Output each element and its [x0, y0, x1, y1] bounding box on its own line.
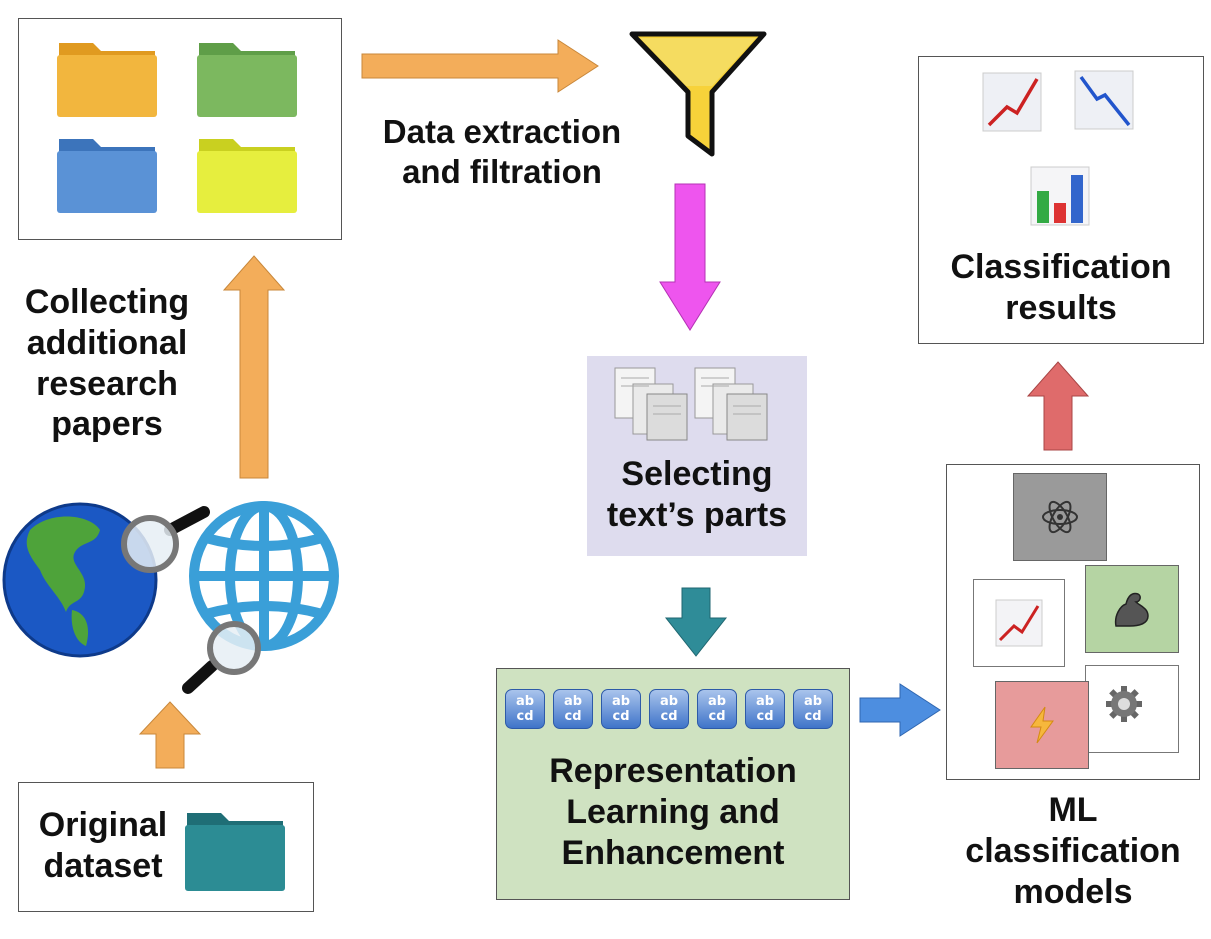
chart-tile: [973, 579, 1065, 667]
yellow-folder-icon: [197, 139, 297, 213]
abcd-tile-icon: ab cd: [601, 689, 641, 729]
abcd-tile-icon: ab cd: [505, 689, 545, 729]
ml-models-box: [946, 464, 1200, 780]
abcd-tile-icon: ab cd: [793, 689, 833, 729]
orange-arrow-up: [222, 255, 286, 479]
selecting-label: Selecting text’s parts: [606, 455, 788, 534]
green-folder-icon: [197, 43, 297, 117]
blue-arrow-right: [859, 683, 941, 737]
chart-up-icon: [995, 599, 1043, 647]
teal-folder-icon: [185, 813, 285, 891]
teal-arrow-down: [664, 587, 728, 657]
data-extraction-label: Data extraction and filtration: [382, 113, 622, 190]
lightning-tile: [995, 681, 1089, 769]
original-dataset-box: Original dataset: [18, 782, 314, 912]
magnifier-icon: [182, 621, 261, 694]
bar-chart-icon: [1030, 166, 1090, 226]
gear-icon: [1106, 686, 1142, 722]
atom-tile: [1013, 473, 1107, 561]
abcd-tile-icon: ab cd: [697, 689, 737, 729]
atom-icon: [1042, 500, 1078, 534]
funnel-icon: [629, 31, 767, 157]
results-box: Classification results: [918, 56, 1204, 344]
magenta-arrow-down: [659, 183, 721, 331]
red-arrow-up: [1026, 361, 1090, 451]
flexed-biceps-icon: [1114, 592, 1149, 627]
earth-globe-icon: [2, 502, 158, 658]
abcd-tile-icon: ab cd: [649, 689, 689, 729]
lightning-icon: [1030, 706, 1054, 744]
ml-models-label: ML classification models: [965, 791, 1181, 911]
orange-folder-icon: [57, 43, 157, 117]
representation-label: Representation Learning and Enhancement: [549, 752, 797, 872]
documents-icon: [614, 367, 688, 441]
chart-up-icon: [982, 72, 1042, 132]
internet-globe-icon: [189, 501, 339, 651]
results-label: Classification results: [950, 248, 1172, 327]
folders-box: [18, 18, 342, 240]
magnifier-icon: [121, 506, 210, 573]
orange-arrow-right: [361, 39, 599, 93]
muscle-tile: [1085, 565, 1179, 653]
chart-down-icon: [1074, 70, 1134, 130]
gear-tile: [1085, 665, 1179, 753]
blue-folder-icon: [57, 139, 157, 213]
selecting-box: Selecting text’s parts: [587, 356, 807, 556]
orange-arrow-up-small: [138, 701, 202, 769]
collecting-label: Collecting additional research papers: [24, 283, 190, 444]
original-dataset-label: Original dataset: [38, 806, 168, 885]
abcd-tile-icon: ab cd: [553, 689, 593, 729]
abcd-tile-icon: ab cd: [745, 689, 785, 729]
documents-icon: [694, 367, 768, 441]
